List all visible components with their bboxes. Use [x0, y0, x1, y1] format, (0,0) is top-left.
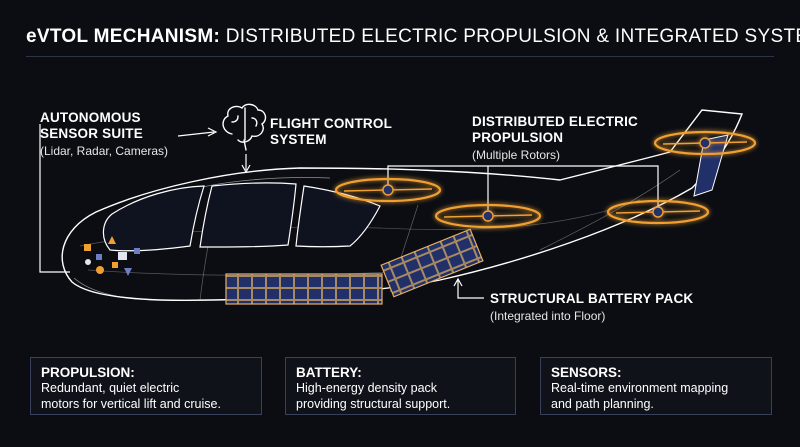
battery-pack: [225, 228, 484, 305]
rotor-icon: [653, 130, 757, 156]
card-sensors: SENSORS: Real-time environment mapping a…: [540, 357, 772, 415]
sensor-element: [96, 266, 104, 274]
sensor-element: [84, 244, 91, 251]
sensor-heading-line2: SENSOR SUITE: [40, 125, 143, 141]
battery-heading: STRUCTURAL BATTERY PACK: [490, 291, 694, 306]
label-sensor-suite: AUTONOMOUS SENSOR SUITE (Lidar, Radar, C…: [40, 110, 168, 158]
sensor-element: [96, 254, 102, 260]
rotor-icon: [434, 203, 542, 229]
card-line: Real-time environment mapping: [551, 381, 729, 395]
card-line: High-energy density pack: [296, 381, 438, 395]
card-battery: BATTERY: High-energy density pack provid…: [285, 357, 516, 415]
label-battery: STRUCTURAL BATTERY PACK (Integrated into…: [490, 291, 693, 323]
sensor-detail: (Lidar, Radar, Cameras): [40, 143, 169, 158]
propulsion-heading-line1: DISTRIBUTED ELECTRIC: [472, 114, 638, 129]
propulsion-detail: (Multiple Rotors): [472, 147, 561, 162]
battery-detail: (Integrated into Floor): [490, 308, 606, 323]
rotor-icon: [606, 199, 710, 225]
rotor-group: [334, 130, 757, 229]
page-title: eVTOL MECHANISM: DISTRIBUTED ELECTRIC PR…: [26, 26, 800, 48]
propulsion-heading-line2: PROPULSION: [472, 129, 564, 145]
label-flight-control: FLIGHT CONTROL SYSTEM: [270, 116, 392, 148]
card-title: BATTERY:: [296, 365, 362, 380]
fcs-heading-line2: SYSTEM: [270, 131, 327, 147]
title-rest: DISTRIBUTED ELECTRIC PROPULSION & INTEGR…: [220, 26, 800, 47]
card-title: PROPULSION:: [41, 365, 135, 380]
sensor-element: [134, 248, 140, 254]
sensor-element: [124, 268, 132, 276]
sensor-element: [85, 259, 91, 265]
tail-fin: [693, 134, 729, 197]
sensor-element: [112, 262, 118, 268]
title-bold: eVTOL MECHANISM:: [26, 26, 221, 47]
sensor-heading-line1: AUTONOMOUS: [40, 110, 141, 125]
brain-icon: [222, 103, 267, 151]
card-propulsion: PROPULSION: Redundant, quiet electric mo…: [30, 357, 262, 415]
label-propulsion: DISTRIBUTED ELECTRIC PROPULSION (Multipl…: [472, 114, 638, 162]
sensor-element: [108, 236, 116, 244]
card-title: SENSORS:: [551, 365, 622, 380]
card-line: Redundant, quiet electric: [41, 381, 180, 395]
battery-floor-module: [225, 273, 383, 305]
sensor-cluster: [84, 236, 140, 276]
card-line: motors for vertical lift and cruise.: [41, 397, 221, 411]
battery-rear-module: [380, 228, 484, 298]
card-line: and path planning.: [551, 397, 654, 411]
card-line: providing structural support.: [296, 397, 451, 411]
cabin-windows: [102, 182, 381, 252]
title-divider: [26, 56, 774, 57]
fcs-heading-line1: FLIGHT CONTROL: [270, 116, 393, 131]
rotor-icon: [334, 177, 442, 203]
sensor-element: [118, 252, 127, 260]
